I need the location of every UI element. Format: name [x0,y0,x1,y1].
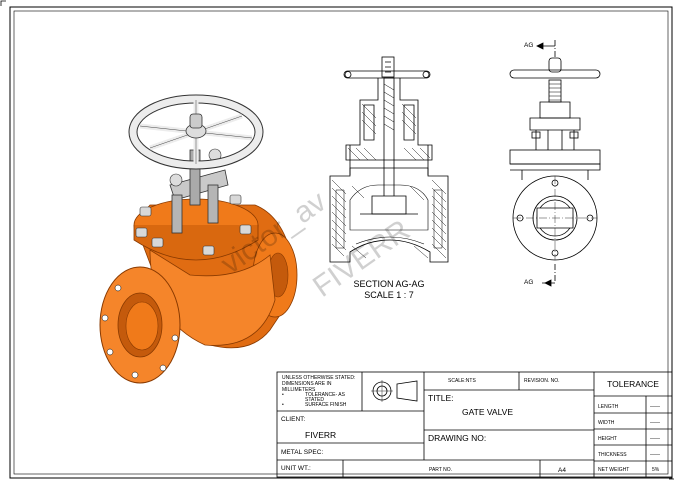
tolerance-value-length: —— [650,404,660,410]
unit-wt-label: UNIT WT.: [281,465,311,472]
tolerance-label-net-weight: NET WEIGHT [598,467,629,473]
notes-bullet-mark-1: • [282,392,284,398]
notes-line-2: DIMENSIONS ARE IN [282,381,332,387]
client-label: CLIENT: [281,416,305,423]
cut-label-bottom: AG [524,279,533,286]
tolerance-value-net-weight: 5% [652,467,660,473]
metal-spec-label: METAL SPEC: [281,449,323,456]
notes-bullet-1b: STATED [305,397,324,403]
drawing-no-label: DRAWING NO: [428,433,486,443]
tolerance-label-height: HEIGHT [598,436,617,442]
notes-line-1: UNLESS OTHERWISE STATED: [282,375,355,381]
notes-bullet-1: TOLERANCE- AS [305,392,346,398]
notes-bullet-2: SURFACE FINISH [305,402,347,408]
scale-caption: SCALE 1 : 7 [364,290,414,300]
tolerance-label-thickness: THICKNESS [598,452,627,458]
client-value: FIVERR [305,430,336,440]
section-view [329,56,449,263]
tolerance-header: TOLERANCE [607,379,659,389]
isometric-valve-view [99,94,298,384]
notes-bullet-mark-2: • [282,402,284,408]
outer-frame [9,6,673,479]
inner-frame [13,10,669,475]
tolerance-label-length: LENGTH [598,404,619,410]
section-caption: SECTION AG-AG [353,279,424,289]
front-view [509,40,601,287]
title-value: GATE VALVE [462,407,513,417]
title-label: TITLE: [428,393,454,403]
cut-label-top: AG [524,42,533,49]
tolerance-value-height: —— [650,436,660,442]
notes-line-3: MILLIMETERS [282,387,316,393]
title-block [276,371,673,478]
scale-label: SCALE:NTS [448,378,476,384]
corner-mark [0,0,6,6]
sheet-size: A4 [558,467,566,474]
tolerance-value-thickness: —— [650,452,660,458]
part-no-label: PART NO. [429,467,452,473]
tolerance-value-width: —— [650,420,660,426]
tolerance-label-width: WIDTH [598,420,615,426]
revision-label: REVISION. NO. [524,378,560,384]
